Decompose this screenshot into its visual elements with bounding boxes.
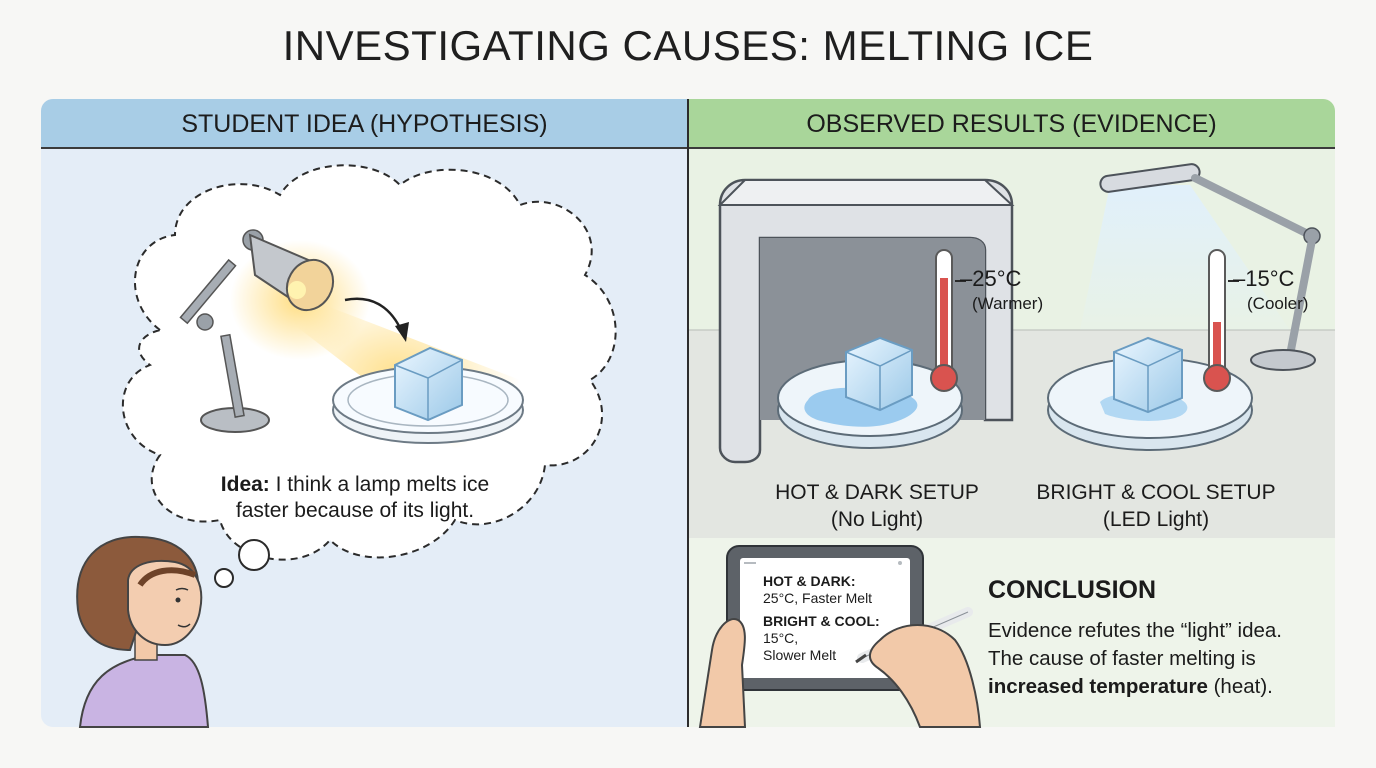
conclusion-body: Evidence refutes the “light” idea. The c… — [988, 617, 1328, 701]
cool-setup-subtitle: (LED Light) — [1102, 508, 1210, 531]
hand-left — [698, 618, 747, 728]
idea-label: Idea: — [220, 473, 270, 496]
thermometer-hot-icon — [930, 249, 966, 392]
conclusion-suffix: (heat). — [1207, 675, 1273, 698]
hypothesis-header: STUDENT IDEA (HYPOTHESIS) — [41, 99, 688, 149]
student-avatar — [76, 535, 210, 728]
evidence-header: OBSERVED RESULTS (EVIDENCE) — [688, 99, 1335, 149]
thought-bubble-small — [214, 568, 234, 588]
cool-temp-label: –15°C — [1233, 266, 1295, 291]
cool-temp-value: 15°C — [1245, 266, 1295, 291]
hypothesis-statement: Idea: I think a lamp melts ice faster be… — [205, 472, 505, 524]
hot-setup-subtitle: (No Light) — [830, 508, 924, 531]
conclusion-line-3: increased temperature (heat). — [988, 673, 1328, 701]
idea-text: I think a lamp melts ice faster because … — [235, 473, 490, 522]
cool-temp-note: (Cooler) — [1247, 294, 1309, 313]
tablet-cool-temp: 15°C, — [763, 630, 799, 646]
tablet-hot-result: 25°C, Faster Melt — [763, 590, 873, 606]
hot-temp-label: –25°C — [960, 266, 1022, 291]
arrow-icon — [344, 297, 404, 333]
desk-lamp-icon — [179, 229, 335, 433]
thermometer-cool-icon — [1203, 249, 1239, 392]
hand-right — [869, 624, 982, 728]
tablet-notes: HOT & DARK: 25°C, Faster Melt BRIGHT & C… — [763, 573, 908, 664]
conclusion-emphasis: increased temperature — [988, 675, 1208, 698]
hot-temp-value: 25°C — [972, 266, 1022, 291]
tablet-cool-result: Slower Melt — [763, 647, 837, 663]
ice-dish-hot — [777, 336, 963, 449]
conclusion-line-1: Evidence refutes the “light” idea. — [988, 619, 1282, 642]
tablet-hot-heading: HOT & DARK: — [763, 573, 856, 589]
conclusion-title: CONCLUSION — [988, 576, 1157, 604]
ice-dish-idea — [332, 346, 524, 444]
led-lamp-icon — [1099, 163, 1321, 371]
cool-setup-title: BRIGHT & COOL SETUP — [1036, 481, 1276, 504]
conclusion-line-2: The cause of faster melting is — [988, 647, 1256, 670]
hot-temp-note: (Warmer) — [972, 294, 1044, 313]
ice-dish-cool — [1047, 336, 1253, 451]
hot-setup-label: HOT & DARK SETUP (No Light) — [757, 479, 997, 533]
page-title: INVESTIGATING CAUSES: MELTING ICE — [282, 22, 1094, 69]
tablet-cool-heading: BRIGHT & COOL: — [763, 613, 880, 629]
panel-divider — [687, 99, 689, 727]
thought-bubble-large — [238, 539, 270, 571]
hot-setup-title: HOT & DARK SETUP — [775, 481, 979, 504]
cool-setup-label: BRIGHT & COOL SETUP (LED Light) — [1030, 479, 1282, 533]
